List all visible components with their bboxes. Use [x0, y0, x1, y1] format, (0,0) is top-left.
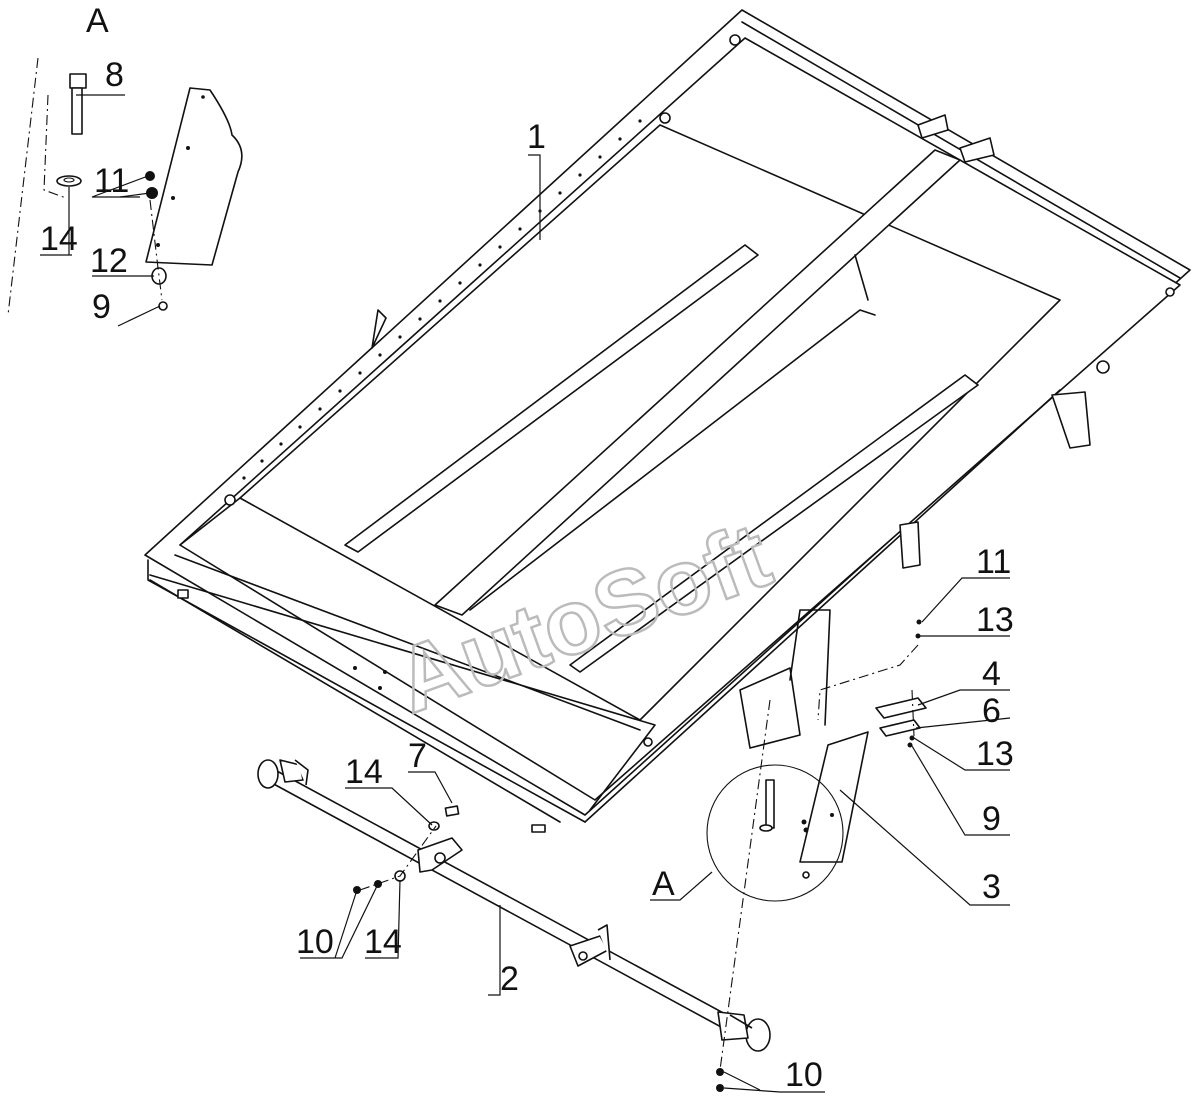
axis-line	[43, 94, 67, 199]
nut-9	[907, 742, 913, 748]
axle-2	[257, 699, 771, 1092]
detail-view-a-title: A	[86, 2, 109, 40]
nut-10	[716, 1068, 724, 1076]
detail-circle-a	[706, 764, 844, 902]
callout-10: 10	[785, 1056, 823, 1094]
rivet-row	[242, 119, 642, 480]
bolt-7	[444, 805, 460, 817]
callout-1: 1	[527, 118, 546, 156]
callout-7: 7	[408, 737, 427, 775]
callout-9: 9	[982, 800, 1001, 838]
callout-labels: 8 11 14 12 9 1 11 13 4 6 13 9 3 A 14 7 1…	[40, 56, 1014, 1094]
washer-13	[915, 633, 921, 639]
nut-10	[716, 1084, 724, 1092]
platform-frame-1	[144, 9, 1191, 833]
washer-12	[151, 267, 167, 285]
callout-14: 14	[364, 923, 402, 961]
callout-10: 10	[296, 923, 334, 961]
washer-13	[909, 735, 915, 741]
detail-view-a: A	[7, 2, 243, 316]
callout-13: 13	[976, 735, 1014, 773]
callout-14: 14	[40, 220, 78, 258]
callout-8: 8	[105, 56, 124, 94]
callout-6: 6	[982, 692, 1001, 730]
callout-9: 9	[92, 288, 111, 326]
nut-11	[146, 187, 158, 199]
nut-11	[145, 171, 155, 181]
callout-2: 2	[500, 960, 519, 998]
bracket-plate	[145, 87, 243, 266]
nut-11	[916, 619, 922, 625]
callout-3: 3	[982, 868, 1001, 906]
callout-a: A	[652, 865, 675, 903]
bracket-3	[799, 731, 869, 863]
callout-11: 11	[976, 543, 1011, 581]
bolt-8	[69, 73, 87, 135]
callout-13: 13	[976, 601, 1014, 639]
washer-14	[56, 175, 82, 187]
axis-line	[7, 57, 39, 316]
callout-14: 14	[345, 753, 383, 791]
nut-9	[158, 301, 168, 311]
leader-lines	[40, 94, 1011, 1093]
callout-11: 11	[94, 162, 129, 200]
plate-4	[875, 697, 927, 719]
callout-12: 12	[90, 242, 128, 280]
callout-4: 4	[982, 655, 1001, 693]
